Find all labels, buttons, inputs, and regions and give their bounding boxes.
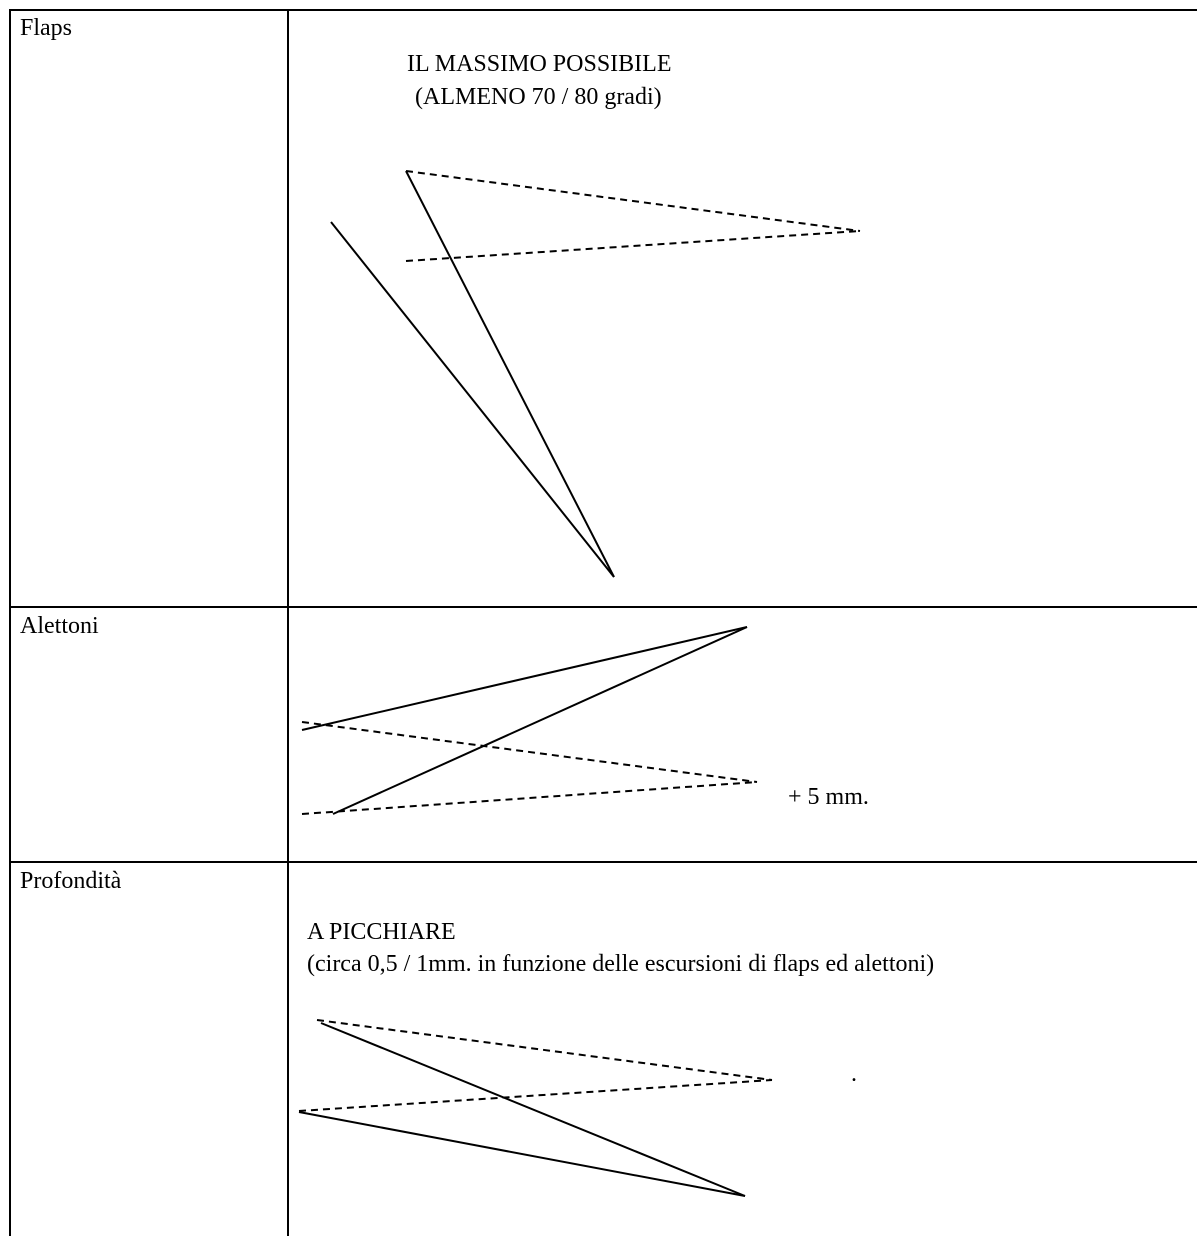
flaps-instruction-detail: (ALMENO 70 / 80 gradi) (415, 84, 662, 110)
profondita-instruction-detail: (circa 0,5 / 1mm. in funzione delle escu… (307, 951, 935, 977)
profondita-neutral-upper-line (316, 1019, 773, 1081)
alettoni-neutral-lower-line (301, 781, 758, 815)
table-row-divider-1 (9, 606, 1197, 608)
profondita-deflection-sketch (298, 1019, 773, 1197)
profondita-instruction-title: A PICCHIARE (307, 919, 456, 945)
profondita-neutral-lower-line (298, 1079, 773, 1112)
row-label-profondita: Profondità (20, 868, 122, 894)
alettoni-deflected-lower-line (332, 626, 748, 815)
table-row-divider-2 (9, 861, 1197, 863)
row-label-flaps: Flaps (20, 15, 73, 41)
alettoni-offset-note: + 5 mm. (788, 784, 869, 810)
flaps-neutral-lower-line (405, 230, 861, 262)
profondita-deflected-lower-line (298, 1111, 746, 1197)
alettoni-deflection-sketch (301, 626, 758, 815)
alettoni-neutral-upper-line (301, 721, 758, 783)
flaps-instruction-title: IL MASSIMO POSSIBILE (407, 51, 672, 77)
flaps-deflected-lower-line (330, 221, 615, 578)
flaps-deflected-upper-line (405, 170, 615, 578)
row-label-alettoni: Alettoni (20, 613, 99, 639)
table-top-border (9, 9, 1197, 11)
profondita-dot-mark: . (851, 1061, 857, 1087)
table-left-border (9, 9, 11, 1236)
flaps-neutral-upper-line (405, 170, 861, 232)
profondita-deflected-upper-line (320, 1022, 746, 1197)
alettoni-deflected-upper-line (301, 626, 748, 731)
flaps-deflection-sketch (330, 170, 861, 578)
table-column-divider (287, 9, 289, 1236)
